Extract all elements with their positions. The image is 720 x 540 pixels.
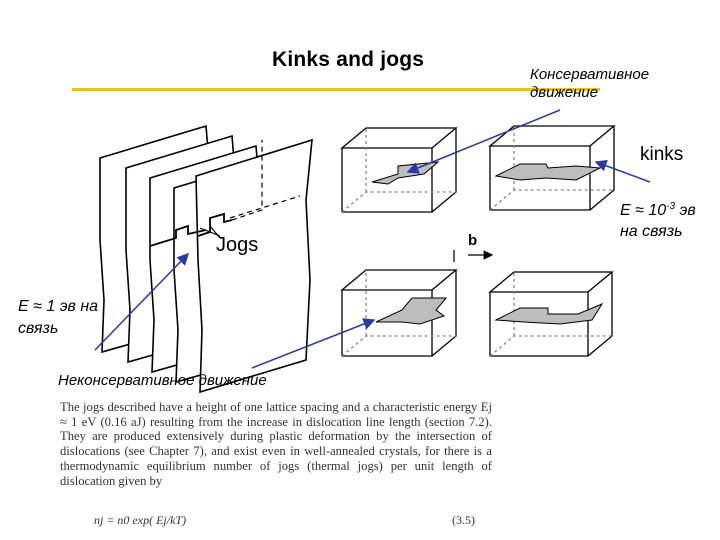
dislocation-lines xyxy=(149,140,301,247)
jogs-label: Jogs xyxy=(216,234,259,256)
plane-5 xyxy=(195,138,313,394)
dislocation-dashed xyxy=(231,140,263,221)
jog-density-formula: nj = n0 exp( Ej/kT) xyxy=(94,513,187,527)
title-underline xyxy=(72,88,600,91)
blue-pointers xyxy=(94,109,651,369)
dislocation-jog-line-1 xyxy=(149,224,207,247)
pointer-kinks xyxy=(594,160,651,183)
pointer-nonconservative xyxy=(251,318,376,369)
kink-energy-exponent: -3 xyxy=(666,201,676,212)
kink-energy-label: E ≈ 10-3 эв на связь xyxy=(620,196,710,242)
jog-plane-1 xyxy=(375,297,448,325)
pointer-energy-jogs xyxy=(94,252,190,351)
slide-title: Kinks and jogs xyxy=(272,48,425,71)
dislocation-dashed-2 xyxy=(229,195,301,219)
equation-number: (3.5) xyxy=(452,513,475,527)
kink-energy-suffix: эв на связь xyxy=(620,202,696,240)
burgers-vector-label: b xyxy=(468,232,478,249)
jogs-pointers xyxy=(199,225,221,239)
cube-jog-1 xyxy=(340,269,458,357)
pointer-conservative xyxy=(406,109,561,174)
book-excerpt: The jogs described have a height of one … xyxy=(60,400,492,488)
slip-planes xyxy=(99,124,313,394)
kink-plane-1 xyxy=(371,161,440,185)
kink-plane-2 xyxy=(494,163,602,181)
jog-energy-label: E ≈ 1 эв на связь xyxy=(18,298,99,337)
conservative-motion-label: Консервативное движение xyxy=(530,66,650,101)
jog-plane-2 xyxy=(494,302,604,325)
nonconservative-motion-label: Неконсервативное движение xyxy=(58,372,267,389)
dislocation-jog-line-2 xyxy=(197,212,233,237)
cube-jog-2 xyxy=(488,271,614,357)
kinks-label: kinks xyxy=(640,144,684,165)
cube-kink-1 xyxy=(340,127,458,213)
kink-energy-prefix: E ≈ 10 xyxy=(620,202,667,219)
